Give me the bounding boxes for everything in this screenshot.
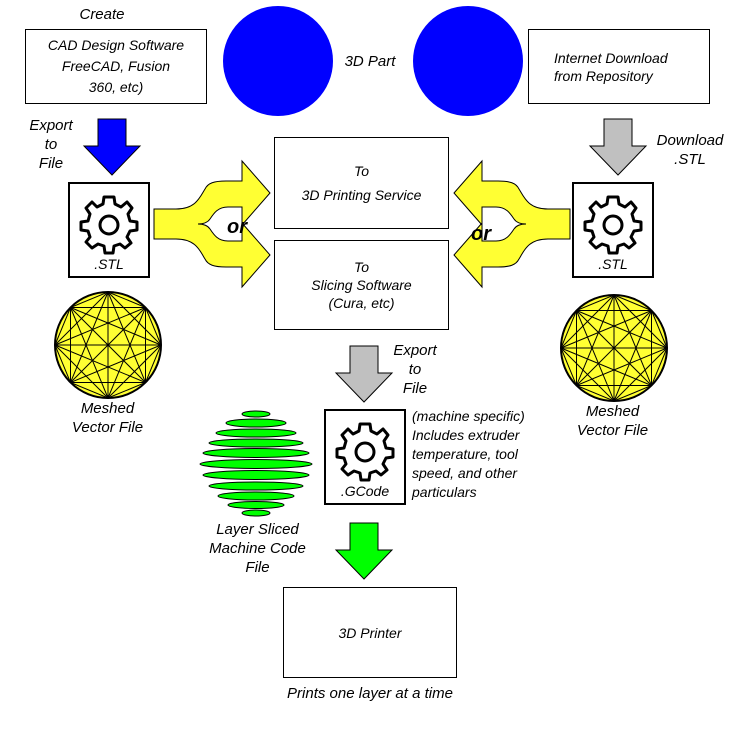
download-line1: Download [656,132,724,149]
gcode-file-box: .GCode [324,409,406,505]
slicing-software-box: To Slicing Software (Cura, etc) [274,240,449,330]
gear-icon [583,195,643,255]
export-left-line3: File [38,155,64,172]
slicing-line2: Slicing Software [311,277,412,293]
stl-file-box-right: .STL [572,182,654,278]
machine-specific-note: (machine specific) Includes extruder tem… [412,407,557,502]
export-center-line2: to [408,361,422,378]
stl-file-box-left: .STL [68,182,150,278]
yellow-fork-arrow-icon-left [153,159,271,289]
internet-download-box: Internet Download from Repository [528,29,710,104]
meshed-right-line1: Meshed [585,403,640,420]
layer-line3: File [245,559,270,576]
export-left-line2: to [44,136,58,153]
cad-box-line2: FreeCAD, Fusion [61,58,171,74]
note-line2: Includes extruder [412,427,520,443]
layer-line1: Layer Sliced [216,521,299,538]
internet-box-line1: Internet Download [554,49,668,66]
export-label-center: Export to File [390,341,440,398]
download-line2: .STL [674,151,706,168]
gear-icon [335,422,395,482]
meshed-left-line1: Meshed [80,400,135,417]
note-line5: particulars [412,484,477,500]
note-line4: speed, and other [412,465,518,481]
meshed-left-line2: Vector File [71,419,144,436]
cad-box-line1: CAD Design Software [47,37,185,53]
printer-caption: Prints one layer at a time [287,685,453,702]
slicing-line3: (Cura, etc) [328,295,395,311]
yellow-fork-arrow-icon-right [453,159,571,289]
export-label-left: Export to File [26,116,76,173]
download-label: Download .STL [650,131,730,169]
note-line1: (machine specific) [412,408,525,424]
cad-box-line3: 360, etc) [88,79,144,95]
part-circle-right [413,6,523,116]
stl-caption-left: .STL [94,256,124,272]
printing-service-line2: 3D Printing Service [301,187,422,203]
gear-icon [79,195,139,255]
meshed-label-right: Meshed Vector File [560,402,665,440]
or-label-right: or [471,223,491,245]
part-circle-left [223,6,333,116]
export-center-line1: Export [393,342,437,359]
layer-sliced-label: Layer Sliced Machine Code File [195,520,320,577]
printing-service-line1: To [353,163,370,179]
meshed-sphere-icon-left [54,291,162,399]
meshed-label-left: Meshed Vector File [55,399,160,437]
internet-box-line2: from Repository [554,67,653,84]
printer-label: 3D Printer [338,624,402,641]
layer-slices-icon [199,410,313,517]
meshed-sphere-icon-right [560,294,668,402]
note-line3: temperature, tool [412,446,518,462]
slicing-line1: To [353,259,370,275]
gcode-caption: .GCode [340,483,390,499]
blue-down-arrow-icon [82,118,142,176]
gray-down-arrow-icon-center [334,345,394,403]
export-center-line3: File [402,380,428,397]
meshed-right-line2: Vector File [576,422,649,439]
printer-box: 3D Printer [283,587,457,678]
gray-down-arrow-icon-right [588,118,648,176]
create-label: Create [79,6,125,23]
part-label: 3D Part [344,53,396,70]
or-label-left: or [227,216,247,238]
export-left-line1: Export [29,117,73,134]
green-down-arrow-icon [334,522,394,580]
stl-caption-right: .STL [598,256,628,272]
cad-software-box: CAD Design Software FreeCAD, Fusion 360,… [25,29,207,104]
layer-line2: Machine Code [209,540,306,557]
printing-service-box: To 3D Printing Service [274,137,449,229]
